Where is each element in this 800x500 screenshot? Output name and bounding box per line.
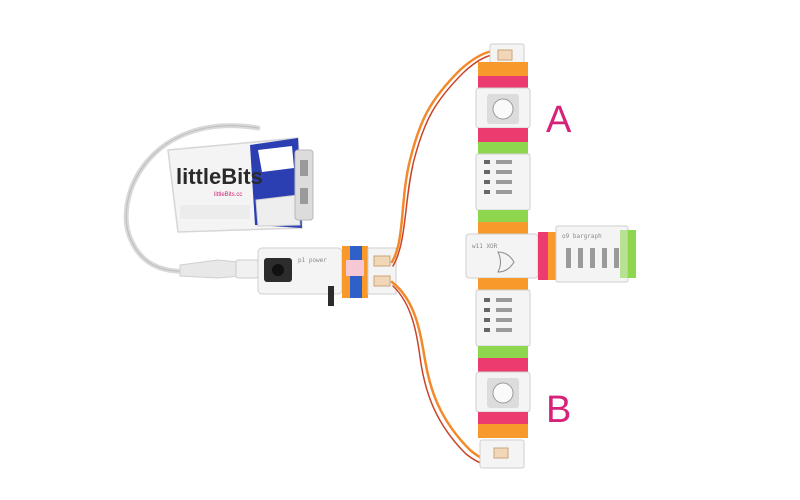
bargraph-right: o9 bargraph bbox=[555, 225, 636, 283]
bargraph-right-label: o9 bargraph bbox=[562, 233, 602, 240]
bargraph-bottom bbox=[475, 289, 531, 358]
bargraph-top bbox=[475, 142, 531, 222]
label-b: B bbox=[546, 389, 571, 431]
power-module: p1 power bbox=[257, 246, 397, 306]
battery-9v: littleBits littleBits.cc bbox=[167, 137, 314, 233]
logic-module-xor: w11 XOR bbox=[465, 222, 556, 290]
power-module-label: p1 power bbox=[298, 257, 327, 264]
wire-to-a bbox=[390, 49, 507, 267]
label-a: A bbox=[546, 99, 572, 141]
button-module-b bbox=[475, 358, 531, 438]
battery-brand: littleBits bbox=[176, 164, 263, 189]
logic-module-label: w11 XOR bbox=[472, 243, 498, 250]
battery-url: littleBits.cc bbox=[214, 192, 242, 198]
button-module-a bbox=[475, 62, 531, 142]
battery-plug bbox=[179, 259, 259, 279]
bottom-connector bbox=[479, 439, 525, 469]
